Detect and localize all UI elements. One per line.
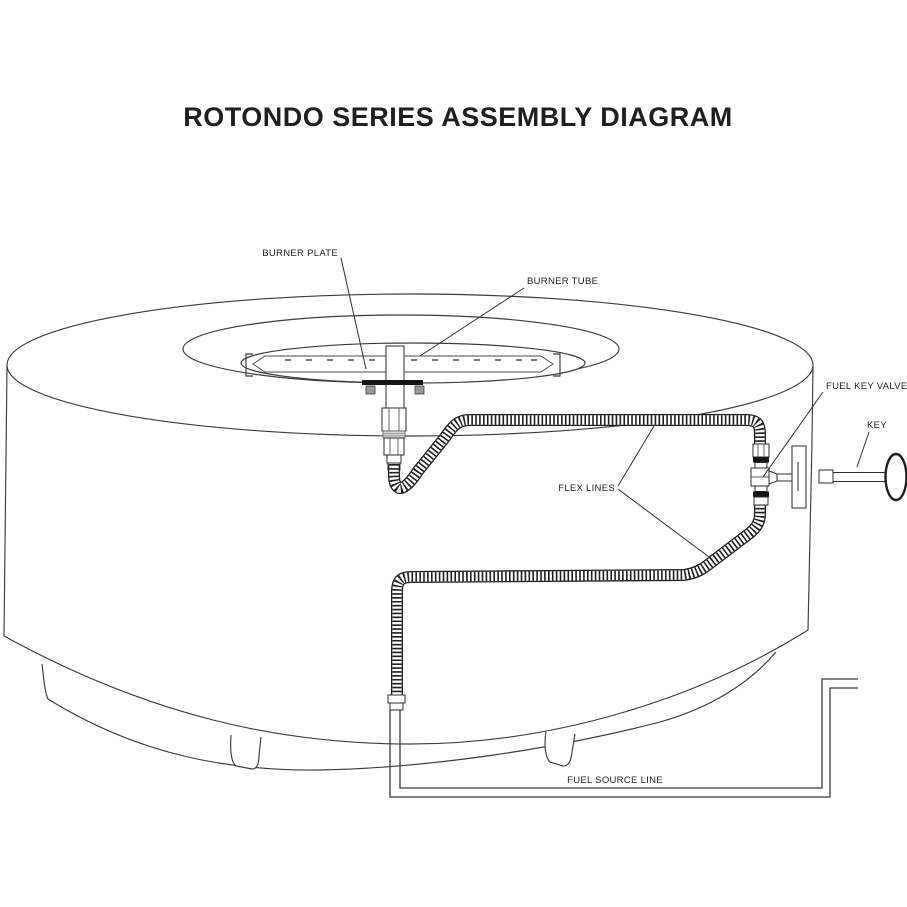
key <box>818 452 907 502</box>
leader-flex-upper <box>617 425 655 487</box>
pipe-wall-outer <box>389 687 858 798</box>
riser-fitting-1 <box>381 407 407 432</box>
label-burner-tube: BURNER TUBE <box>527 276 598 287</box>
valve-stem <box>776 473 793 482</box>
base-foot-right <box>544 730 576 767</box>
label-flex-lines: FLEX LINES <box>558 483 615 494</box>
table-base <box>41 651 777 771</box>
riser-fittings <box>381 407 407 471</box>
pipe-wall-inner <box>399 678 858 789</box>
tube-end-bracket-right <box>553 353 561 377</box>
leader-burner-plate <box>340 257 367 370</box>
callouts: BURNER PLATE BURNER TUBE FUEL KEY VALVE … <box>262 248 907 786</box>
connector-nut <box>387 694 406 704</box>
tube-end-bracket-left <box>245 353 253 377</box>
diagram-title: ROTONDO SERIES ASSEMBLY DIAGRAM <box>183 102 733 132</box>
bracket-nut-right <box>414 385 425 395</box>
fuel-line-connector <box>387 694 406 711</box>
valve-spacer-top <box>754 462 768 469</box>
key-shaft <box>832 472 886 482</box>
label-fuel-key-valve: FUEL KEY VALVE <box>826 381 907 392</box>
leader-fuel-key-valve <box>762 391 824 478</box>
burner-riser <box>385 345 405 409</box>
connector-nipple <box>389 702 404 711</box>
leader-burner-tube <box>419 287 525 357</box>
key-handle <box>884 452 907 502</box>
valve-assembly <box>750 443 807 509</box>
valve-band-top <box>753 457 769 463</box>
leader-flex-lower <box>617 488 710 558</box>
base-foot-left <box>230 734 262 770</box>
valve-mounting-plate <box>791 445 807 509</box>
valve-union-top <box>752 443 770 458</box>
riser-fitting-2 <box>383 437 405 456</box>
valve-band-bottom <box>753 491 769 497</box>
label-fuel-source-line: FUEL SOURCE LINE <box>567 775 663 786</box>
key-tip <box>818 469 834 484</box>
mounting-bracket <box>362 380 423 385</box>
fuel-source-pipe <box>389 678 858 798</box>
valve-spacer-bottom <box>754 485 768 492</box>
bracket-nut-left <box>365 385 376 395</box>
riser-nipple-1 <box>386 454 402 464</box>
valve-stem-cone <box>768 470 778 485</box>
riser-washer <box>382 430 406 439</box>
table-body-outline <box>3 365 814 745</box>
leader-key <box>856 431 870 468</box>
flex-line-lower <box>397 504 760 695</box>
valve-union-bottom <box>753 496 769 506</box>
label-burner-plate: BURNER PLATE <box>262 248 338 259</box>
burner-assembly <box>245 345 561 471</box>
label-key: KEY <box>867 420 887 431</box>
